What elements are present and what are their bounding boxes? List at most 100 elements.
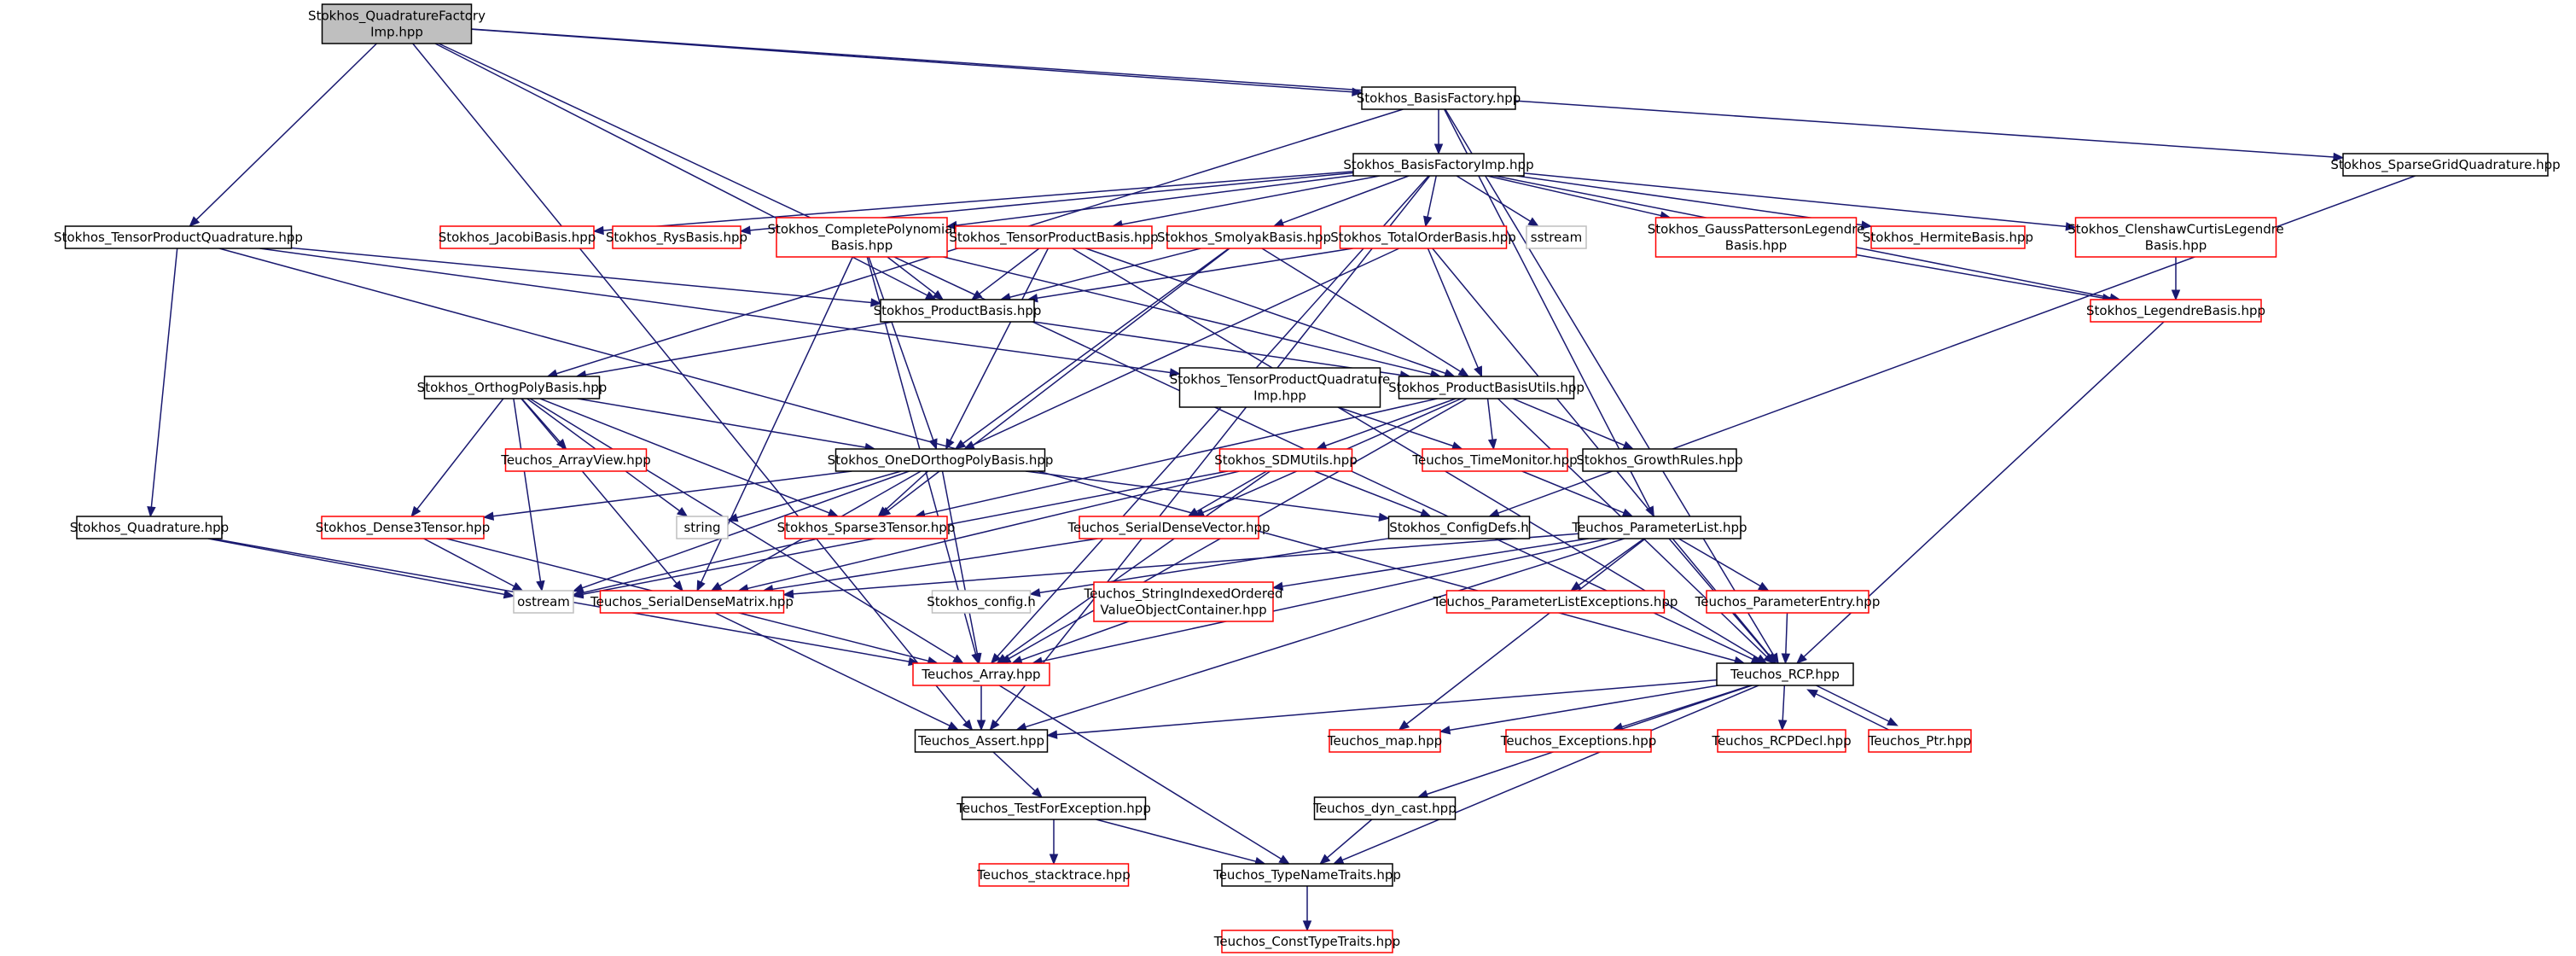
edge-odopb-to-s3t	[877, 470, 929, 517]
node-sio[interactable]: Teuchos_StringIndexedOrderedValueObjectC…	[1084, 581, 1283, 622]
edge-bfi-to-assert	[989, 175, 1431, 732]
node-herm[interactable]: Stokhos_HermiteBasis.hpp	[1863, 225, 2033, 249]
edge-arrowhead	[1755, 654, 1768, 664]
node-arr[interactable]: Teuchos_Array.hpp	[912, 662, 1050, 686]
edge-arrowhead	[2171, 289, 2181, 301]
edge-pl-to-pe	[1678, 538, 1770, 592]
node-pl[interactable]: Teuchos_ParameterList.hpp	[1571, 516, 1747, 539]
edge-sdmu-to-cfgd	[1314, 470, 1432, 517]
edge-arrowhead	[827, 508, 840, 517]
node-tnt[interactable]: Teuchos_TypeNameTraits.hpp	[1212, 863, 1401, 887]
edge-line	[513, 398, 542, 582]
node-exc[interactable]: Teuchos_Exceptions.hpp	[1500, 729, 1657, 753]
node-rcp[interactable]: Teuchos_RCP.hpp	[1716, 662, 1854, 686]
edge-arrowhead	[1272, 219, 1285, 227]
edge-arrowhead	[1046, 730, 1058, 739]
node-pb[interactable]: Stokhos_ProductBasis.hpp	[874, 299, 1042, 323]
edge-tfe-to-tnt	[1096, 819, 1266, 866]
node-map[interactable]: Teuchos_map.hpp	[1327, 729, 1442, 753]
edge-line	[520, 398, 677, 585]
node-av[interactable]: Teuchos_ArrayView.hpp	[500, 448, 651, 472]
node-label: Teuchos_Assert.hpp	[917, 733, 1044, 749]
node-pe[interactable]: Teuchos_ParameterEntry.hpp	[1695, 590, 1881, 614]
edge-pbu-to-tm	[1486, 398, 1497, 451]
edge-line	[1521, 470, 1625, 514]
node-ptr[interactable]: Teuchos_Ptr.hpp	[1868, 729, 1972, 753]
edge-line	[1025, 470, 1380, 518]
node-opb[interactable]: Stokhos_OrthogPolyBasis.hpp	[417, 376, 608, 399]
node-box	[1505, 729, 1652, 753]
node-sgq[interactable]: Stokhos_SparseGridQuadrature.hpp	[2330, 153, 2561, 177]
edge-tpqi-to-tm	[1337, 406, 1463, 451]
node-sdv[interactable]: Teuchos_SerialDenseVector.hpp	[1067, 516, 1271, 539]
edge-line	[582, 538, 818, 594]
node-label: Stokhos_RysBasis.hpp	[606, 230, 747, 246]
node-label: Stokhos_BasisFactoryImp.hpp	[1343, 157, 1533, 173]
edge-arrowhead	[1169, 368, 1181, 377]
edge-arrowhead	[1796, 653, 1807, 664]
edge-line	[1121, 175, 1381, 225]
node-tob[interactable]: Stokhos_TotalOrderBasis.hpp	[1330, 225, 1516, 249]
node-tm[interactable]: Teuchos_TimeMonitor.hpp	[1411, 448, 1578, 472]
node-label: Stokhos_Sparse3Tensor.hpp	[777, 520, 956, 536]
node-box	[1218, 448, 1353, 472]
edge-ccl-to-legb	[2171, 257, 2181, 301]
edge-line	[1523, 172, 2067, 228]
node-box	[961, 796, 1147, 820]
edge-line	[1578, 538, 1645, 586]
node-box	[1093, 581, 1274, 622]
node-label: Teuchos_SerialDenseVector.hpp	[1067, 520, 1270, 536]
node-d3t[interactable]: Stokhos_Dense3Tensor.hpp	[316, 516, 491, 539]
node-st[interactable]: Teuchos_stacktrace.hpp	[976, 863, 1131, 887]
node-quad[interactable]: Stokhos_Quadrature.hpp	[70, 516, 229, 539]
node-cfgh: Stokhos_config.h	[927, 590, 1036, 614]
edge-line	[714, 612, 951, 726]
node-legb[interactable]: Stokhos_LegendreBasis.hpp	[2086, 299, 2265, 323]
node-assert[interactable]: Teuchos_Assert.hpp	[914, 729, 1049, 753]
edge-s3t-to-ostream	[572, 538, 818, 598]
edge-pl-to-map	[1398, 538, 1646, 731]
node-box	[1445, 590, 1666, 614]
node-smol[interactable]: Stokhos_SmolyakBasis.hpp	[1157, 225, 1331, 249]
node-bfi[interactable]: Stokhos_BasisFactoryImp.hpp	[1343, 153, 1534, 177]
node-box	[1221, 930, 1393, 953]
node-ple[interactable]: Teuchos_ParameterListExceptions.hpp	[1433, 590, 1678, 614]
edge-line	[887, 256, 936, 294]
edge-line	[195, 43, 377, 220]
node-tpb[interactable]: Stokhos_TensorProductBasis.hpp	[949, 225, 1159, 249]
node-label: Stokhos_CompletePolynomial	[767, 222, 956, 238]
node-tpq[interactable]: Stokhos_TensorProductQuadrature.hpp	[54, 225, 303, 249]
node-box	[834, 448, 1046, 472]
node-dc[interactable]: Teuchos_dyn_cast.hpp	[1312, 796, 1457, 820]
node-s3t[interactable]: Stokhos_Sparse3Tensor.hpp	[777, 516, 956, 539]
node-sdm[interactable]: Teuchos_SerialDenseMatrix.hpp	[590, 590, 794, 614]
edge-odopb-to-cfgd	[1025, 470, 1390, 522]
node-label: Stokhos_OneDOrthogPolyBasis.hpp	[828, 452, 1054, 469]
node-box	[1398, 376, 1575, 399]
edge-arrowhead	[503, 590, 515, 599]
edge-line	[979, 248, 1040, 294]
node-gr[interactable]: Stokhos_GrowthRules.hpp	[1576, 448, 1743, 472]
node-sdmu[interactable]: Stokhos_SDMUtils.hpp	[1214, 448, 1358, 472]
edge-opb-to-d3t	[410, 398, 504, 518]
edge-arrowhead	[1315, 441, 1328, 451]
edge-sdmu-to-sdv	[1187, 470, 1267, 517]
node-cfgd[interactable]: Stokhos_ConfigDefs.h	[1387, 516, 1531, 539]
edge-arrowhead	[1527, 217, 1540, 227]
edge-arrowhead	[962, 719, 974, 732]
node-bf[interactable]: Stokhos_BasisFactory.hpp	[1357, 86, 1521, 110]
node-rys[interactable]: Stokhos_RysBasis.hpp	[606, 225, 747, 249]
node-pbu[interactable]: Stokhos_ProductBasisUtils.hpp	[1388, 376, 1585, 399]
node-ctt[interactable]: Teuchos_ConstTypeTraits.hpp	[1213, 930, 1400, 953]
node-label: Stokhos_HermiteBasis.hpp	[1863, 230, 2033, 246]
node-tfe[interactable]: Teuchos_TestForException.hpp	[956, 796, 1151, 820]
node-jacobi[interactable]: Stokhos_JacobiBasis.hpp	[439, 225, 596, 249]
node-rcpd[interactable]: Teuchos_RCPDecl.hpp	[1711, 729, 1852, 753]
edge-line	[868, 256, 934, 440]
node-box	[1079, 516, 1259, 539]
node-odopb[interactable]: Stokhos_OneDOrthogPolyBasis.hpp	[828, 448, 1054, 472]
